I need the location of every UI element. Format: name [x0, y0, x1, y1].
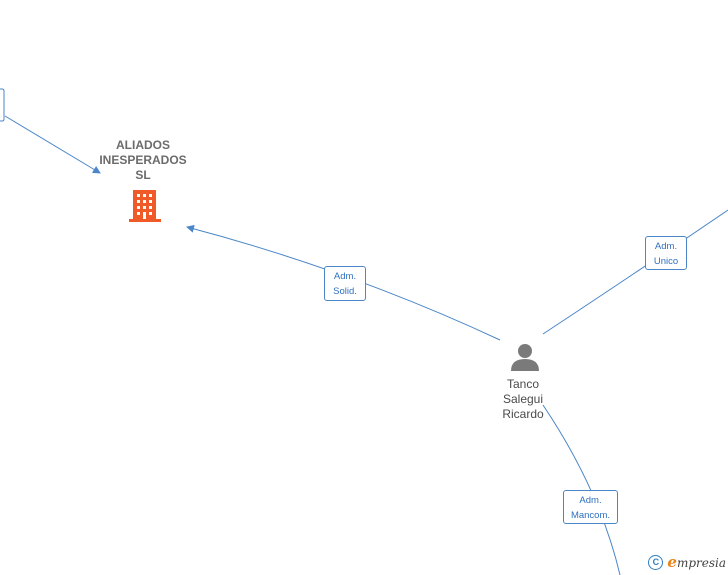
- brand-rest: mpresia: [676, 556, 726, 570]
- brand-initial: e: [667, 553, 677, 571]
- edge-label-line: Unico: [653, 256, 679, 267]
- watermark: C empresia: [648, 553, 726, 571]
- edge-label-line: Mancom.: [570, 510, 611, 521]
- company-name-line-2: INESPERADOS: [99, 153, 187, 167]
- brand-name: empresia: [667, 553, 726, 571]
- edge-label-adm-unico[interactable]: Adm. Unico: [645, 236, 687, 270]
- edge-label-line: Solid.: [333, 286, 357, 297]
- edge-adm-unico: [542, 209, 728, 335]
- company-name-line-1: ALIADOS: [116, 138, 170, 152]
- person-name-line-1: Tanco: [506, 377, 540, 391]
- copyright-icon: C: [648, 554, 664, 570]
- company-name[interactable]: ALIADOS INESPERADOS SL: [93, 138, 193, 183]
- edge-label-line: Adm.: [579, 495, 602, 506]
- edge-label-adm-solid[interactable]: Adm. Solid.: [324, 266, 366, 301]
- person-name[interactable]: Tanco Salegui Ricardo: [488, 377, 558, 422]
- person-name-line-3: Ricardo: [502, 407, 544, 421]
- offscreen-node-edge: [0, 88, 5, 122]
- edge-label-adm-mancom[interactable]: Adm. Mancom.: [563, 490, 618, 524]
- person-name-line-2: Salegui: [502, 392, 544, 406]
- building-icon[interactable]: [129, 190, 161, 222]
- edge-label-line: Adm.: [333, 271, 357, 282]
- edge-incoming-topleft: [4, 115, 101, 174]
- person-icon[interactable]: [511, 344, 539, 371]
- company-name-line-3: SL: [135, 168, 151, 182]
- edge-label-line: Adm.: [654, 241, 678, 252]
